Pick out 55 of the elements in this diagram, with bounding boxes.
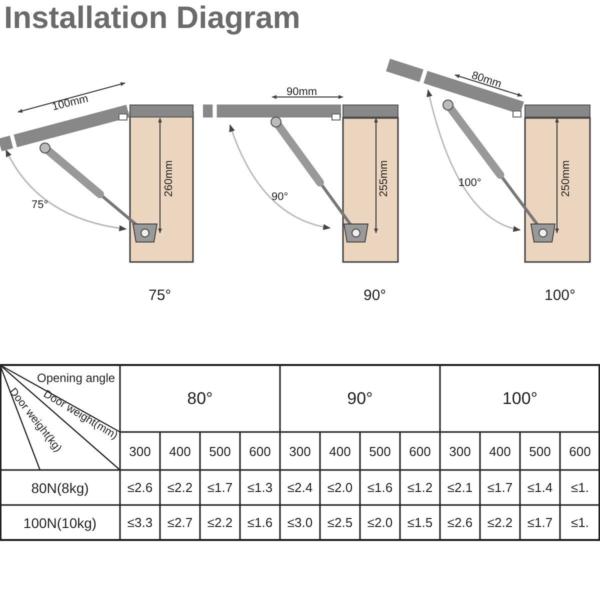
angle-label: 90° [272, 192, 288, 202]
dimension-label: 250mm [560, 160, 572, 196]
table-cell-text: 600 [568, 442, 592, 460]
dimension-label: 90mm [286, 86, 318, 98]
table-cell-text: 600 [248, 442, 272, 460]
table-cell-text: ≤2.0 [326, 479, 354, 497]
table-cell-text: ≤2.2 [166, 479, 194, 497]
table-cell-text: 400 [168, 442, 192, 460]
table-cell-text: ≤2.4 [286, 479, 314, 497]
table-cell-text: ≤1.7 [486, 479, 514, 497]
table-cell-text: ≤1.3 [246, 479, 274, 497]
table-cell-text: ≤1.6 [366, 479, 394, 497]
angle-caption: 100° [544, 288, 576, 302]
table-cell-text: ≤2.5 [326, 514, 354, 532]
table-cell-text: ≤1.2 [406, 479, 434, 497]
dimension-label: 80mm [470, 70, 502, 90]
row-header: 80N(8kg) [30, 478, 90, 498]
table-cell-text: 400 [328, 442, 352, 460]
table-cell-text: ≤2.7 [166, 514, 194, 532]
dimension-label: 255mm [378, 160, 390, 196]
table-cell-text: ≤1. [570, 514, 590, 532]
table-cell-text: ≤2.6 [446, 514, 474, 532]
table-cell-text: 300 [288, 442, 312, 460]
dimension-label: 260mm [163, 160, 174, 196]
table-cell-text: ≤2.0 [366, 514, 394, 532]
angle-caption: 75° [148, 288, 172, 302]
table-cell-text: ≤2.2 [486, 514, 514, 532]
column-header: 100° [501, 388, 539, 410]
table-cell-text: ≤1.6 [246, 514, 274, 532]
table-cell-text: 300 [448, 442, 472, 460]
angle-label: 75° [32, 200, 48, 210]
table-cell-text: 600 [408, 442, 432, 460]
table-cell-text: ≤1.4 [526, 479, 554, 497]
column-header: 80° [186, 388, 214, 410]
table-cell-text: ≤3.0 [286, 514, 314, 532]
angle-caption: 90° [364, 288, 386, 302]
table-cell-text: ≤2.6 [126, 479, 154, 497]
column-header: 90° [346, 388, 374, 410]
header-label: Opening angle [37, 372, 116, 384]
angle-label: 100° [458, 178, 482, 188]
dimension-label: 100mm [50, 93, 89, 113]
table-cell-text: ≤2.2 [206, 514, 234, 532]
table-cell-text: ≤1. [570, 479, 590, 497]
table-cell-text: ≤1.7 [206, 479, 234, 497]
table-cell-text: 400 [488, 442, 512, 460]
table-cell-text: 500 [368, 442, 392, 460]
title: Installation Diagram [4, 2, 300, 33]
table-cell-text: ≤1.5 [406, 514, 434, 532]
row-header: 100N(10kg) [22, 514, 98, 533]
table-cell-text: 500 [528, 442, 552, 460]
table-cell-text: 300 [128, 442, 152, 460]
table-cell-text: ≤1.7 [526, 514, 554, 532]
table-cell-text: ≤3.3 [126, 514, 154, 532]
table-cell-text: ≤2.1 [446, 479, 474, 497]
table-cell-text: 500 [208, 442, 232, 460]
